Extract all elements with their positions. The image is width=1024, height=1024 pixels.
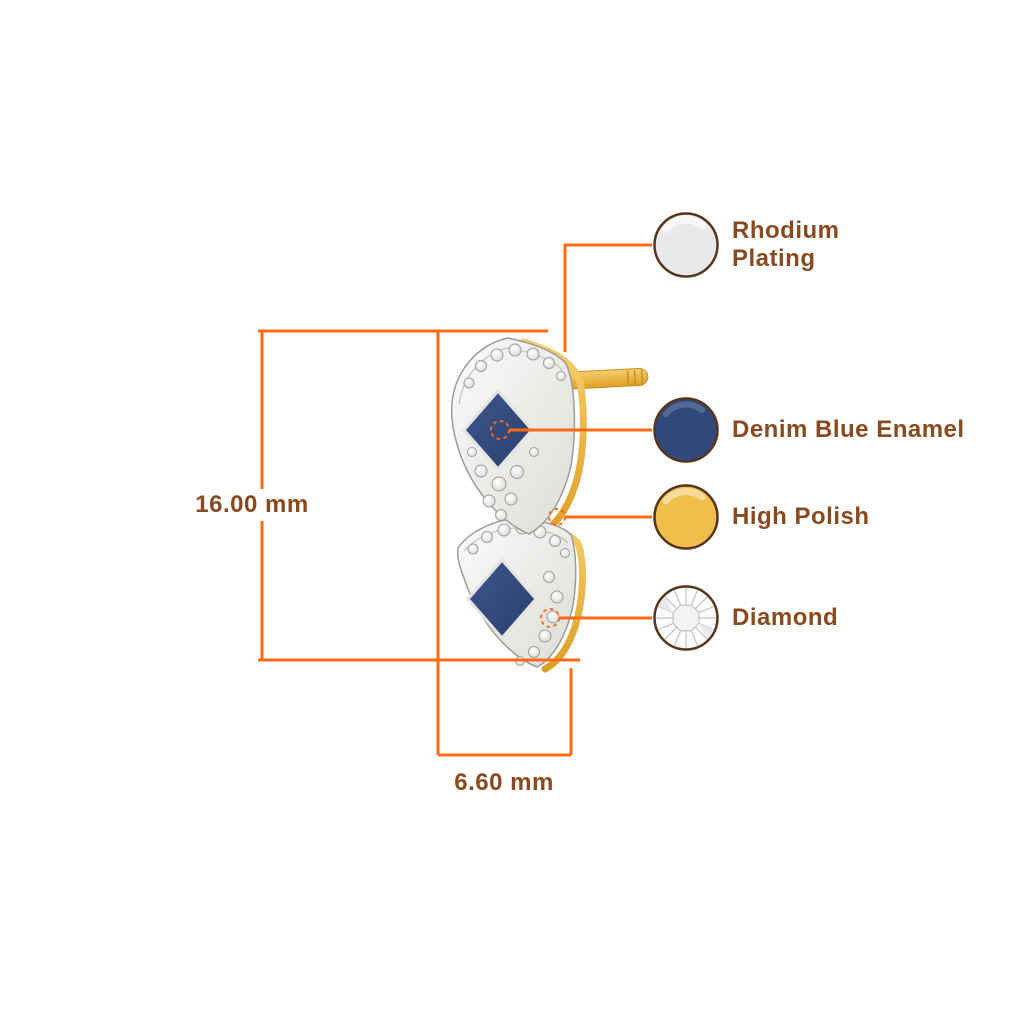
blue-enamel-bottom [466,558,538,640]
earring-top-segment [450,337,576,535]
denim-blue-enamel-swatch [652,396,720,464]
callout-denim-blue-enamel: Denim Blue Enamel [652,396,965,464]
pave-diamonds-top [463,343,566,521]
callout-markers [490,420,566,628]
diamond-facets [656,588,716,648]
earring-bottom-segment [457,518,577,668]
callout-high-polish: High Polish [652,483,870,551]
callout-rhodium-plating: Rhodium Plating [652,211,882,279]
earring [450,337,649,673]
callout-label-diamond: Diamond [732,604,839,632]
blue-enamel-top [462,389,534,471]
ear-post [565,367,649,390]
marker-diamond [540,608,560,628]
callout-diamond: Diamond [652,584,838,652]
high-polish-swatch [652,483,720,551]
marker-denim-blue [490,420,510,440]
rhodium-plating-swatch [652,211,720,279]
dimension-lines [258,243,652,757]
callout-label-denim-blue-enamel: Denim Blue Enamel [732,416,965,444]
callout-label-rhodium-plating: Rhodium Plating [732,217,840,272]
marker-high-polish [548,508,566,526]
leader-rhodium [563,243,652,352]
height-dimension-label: 16.00 mm [189,489,315,521]
diamond-swatch [652,584,720,652]
width-dimension-label: 6.60 mm [448,767,560,799]
callout-label-high-polish: High Polish [732,503,870,531]
